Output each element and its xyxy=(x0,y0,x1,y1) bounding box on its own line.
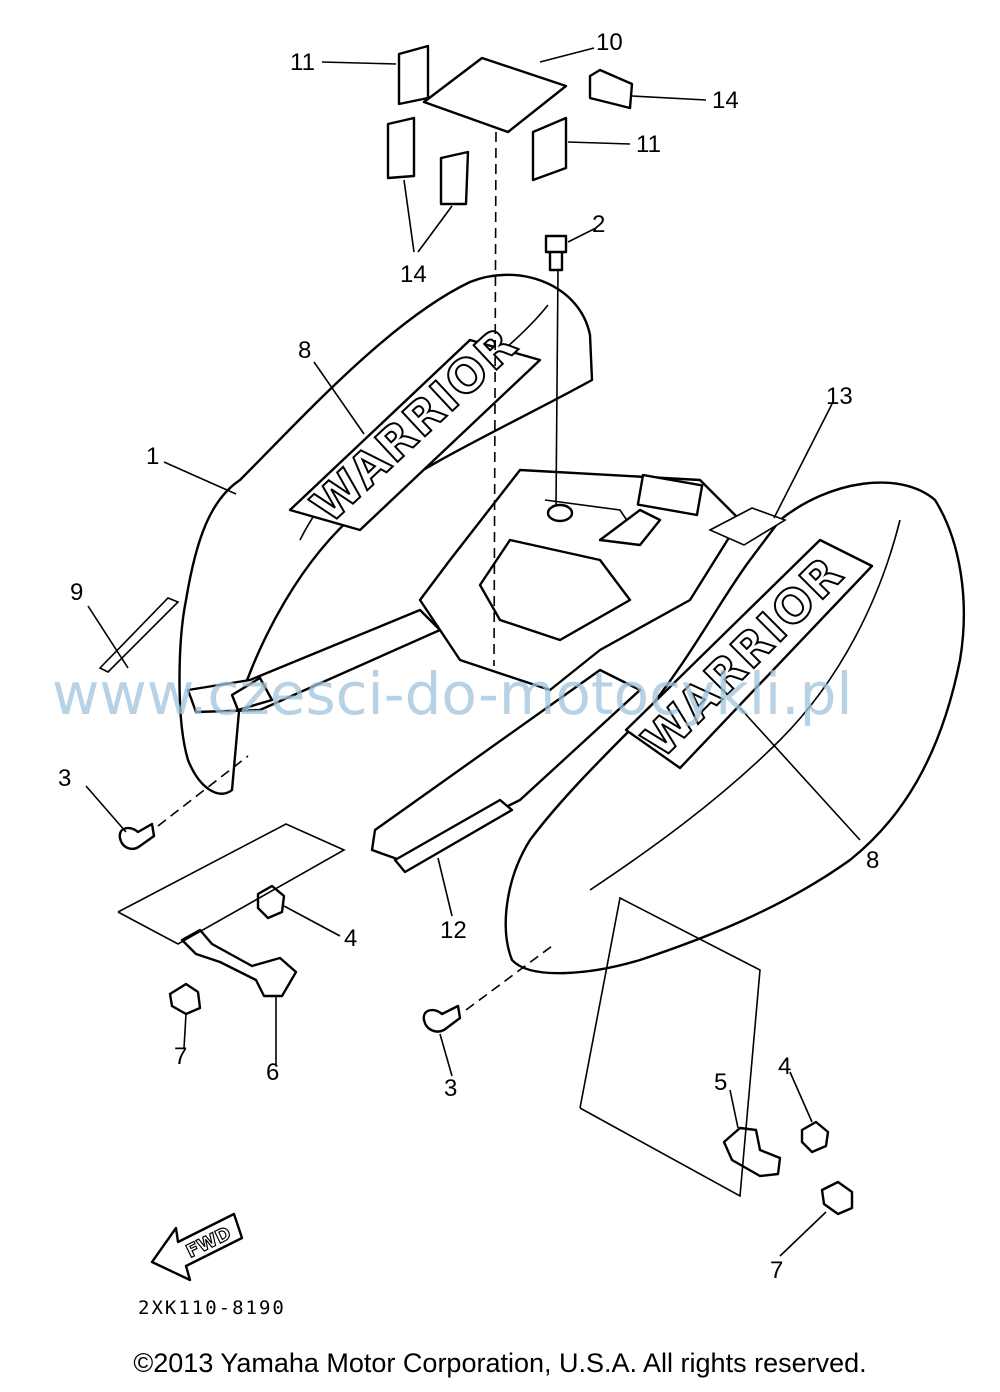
part-14-label-right xyxy=(588,68,634,110)
watermark-text: www.czesci-do-motocykli.pl xyxy=(52,660,853,728)
callout-11-top: 11 xyxy=(290,49,315,76)
callout-1: 1 xyxy=(146,443,159,470)
callout-11-right: 11 xyxy=(636,131,661,158)
part-6-bracket xyxy=(180,928,298,998)
center-frame xyxy=(186,468,742,874)
callout-4-right: 4 xyxy=(778,1053,791,1080)
callout-5: 5 xyxy=(714,1069,727,1096)
callout-7-right: 7 xyxy=(770,1257,783,1284)
callout-4-left: 4 xyxy=(344,925,357,952)
callout-8-right: 8 xyxy=(866,847,879,874)
callout-3-right: 3 xyxy=(444,1075,457,1102)
center-rail xyxy=(370,668,642,862)
leader-lines xyxy=(85,47,861,1257)
callout-12: 12 xyxy=(440,917,467,944)
hardware-parts xyxy=(118,234,854,1216)
warrior-decal-right xyxy=(624,538,874,770)
callout-2: 2 xyxy=(592,211,605,238)
copyright-notice: ©2013 Yamaha Motor Corporation, U.S.A. A… xyxy=(133,1348,867,1378)
callout-8-left: 8 xyxy=(298,337,311,364)
callout-7-left: 7 xyxy=(174,1043,187,1070)
warrior-decal-left xyxy=(288,338,542,532)
decal-parts-top xyxy=(386,44,634,206)
callout-13: 13 xyxy=(826,383,853,410)
battery-box xyxy=(478,538,632,642)
part-10-plate xyxy=(422,56,568,134)
callout-14-left: 14 xyxy=(400,261,427,288)
fwd-arrow: FWD xyxy=(150,1212,244,1282)
part-7-bolt-left xyxy=(168,982,202,1016)
part-3-bolt-right xyxy=(422,1004,462,1033)
diagram-part-code: 2XK110-8190 xyxy=(138,1297,286,1319)
part-2-bolt xyxy=(544,234,568,254)
callout-14-right: 14 xyxy=(712,87,739,114)
part-7-bolt-right xyxy=(820,1180,854,1216)
part-5-bracket xyxy=(722,1126,782,1178)
callout-6: 6 xyxy=(266,1059,279,1086)
callout-9: 9 xyxy=(70,579,83,606)
part-14-label-left-a xyxy=(386,116,416,180)
part-3-bolt-left xyxy=(118,822,156,850)
part-12-label xyxy=(393,798,514,874)
callout-10: 10 xyxy=(596,29,623,56)
part-11-label-right xyxy=(531,116,568,182)
part-14-label-left-b xyxy=(439,150,470,206)
callout-3-left: 3 xyxy=(58,765,71,792)
part-13-label xyxy=(708,507,787,546)
part-4-nut-right xyxy=(800,1120,830,1154)
callout-numbers: 11 10 14 11 14 2 8 1 13 9 3 8 12 4 6 7 3… xyxy=(58,29,879,1284)
part-11-label-top xyxy=(397,44,430,106)
part-4-nut-left xyxy=(256,884,286,920)
